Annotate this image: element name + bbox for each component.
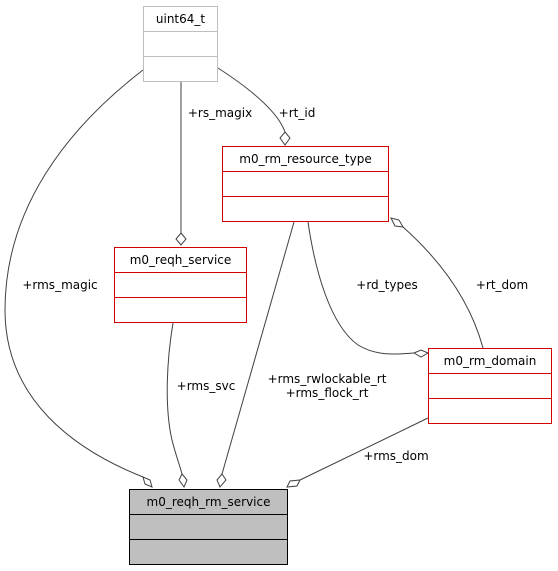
node-uint64-t[interactable]: uint64_t — [143, 6, 218, 82]
node-uint64-t-title: uint64_t — [156, 12, 206, 26]
edge-label-rms-svc: +rms_svc — [177, 379, 236, 393]
node-m0-reqh-rm-service[interactable]: m0_reqh_rm_service — [129, 489, 288, 565]
edge-label-rms-magic: +rms_magic — [22, 278, 97, 292]
node-m0-rm-resource-type-title: m0_rm_resource_type — [239, 152, 371, 166]
edges — [4, 67, 484, 489]
edge-rt-dom-diamond — [390, 217, 404, 228]
edge-rms-dom-diamond — [286, 479, 301, 488]
edge-rms-rwlockable-rt — [221, 221, 295, 475]
node-m0-reqh-rm-service-title: m0_reqh_rm_service — [147, 495, 271, 509]
edge-rs-magix-diamond — [175, 232, 187, 246]
edge-rt-id-diamond — [279, 131, 291, 146]
node-m0-rm-domain-title: m0_rm_domain — [444, 354, 537, 368]
edge-rms-svc — [166, 322, 183, 475]
edge-rms-dom — [299, 417, 429, 481]
node-m0-rm-resource-type[interactable]: m0_rm_resource_type — [222, 146, 389, 222]
edge-rt-dom — [402, 226, 484, 349]
edge-rt-id — [217, 67, 286, 133]
edge-label-rms-dom: +rms_dom — [363, 449, 428, 463]
edge-label-rms-rwlockable-rt: +rms_rwlockable_rt — [268, 372, 387, 386]
edge-rd-types-diamond — [412, 349, 430, 358]
node-m0-rm-domain[interactable]: m0_rm_domain — [428, 348, 552, 424]
edge-rd-types — [307, 221, 415, 355]
edge-rms-magic-diamond — [142, 476, 153, 488]
node-m0-reqh-service[interactable]: m0_reqh_service — [114, 247, 247, 323]
edge-rms-rwlockable-rt-diamond — [216, 473, 227, 488]
edge-label-rt-dom: +rt_dom — [476, 278, 528, 292]
edge-label-rt-id: +rt_id — [279, 106, 316, 120]
edge-labels: +rs_magix +rt_id +rms_magic +rd_types +r… — [22, 106, 528, 463]
edge-rms-svc-diamond — [178, 473, 188, 489]
edge-rms-magic — [4, 69, 144, 478]
edge-label-rs-magix: +rs_magix — [188, 106, 252, 120]
edge-label-rms-flock-rt: +rms_flock_rt — [286, 386, 369, 400]
node-m0-reqh-service-title: m0_reqh_service — [130, 253, 232, 267]
edge-label-rd-types: +rd_types — [356, 278, 417, 292]
